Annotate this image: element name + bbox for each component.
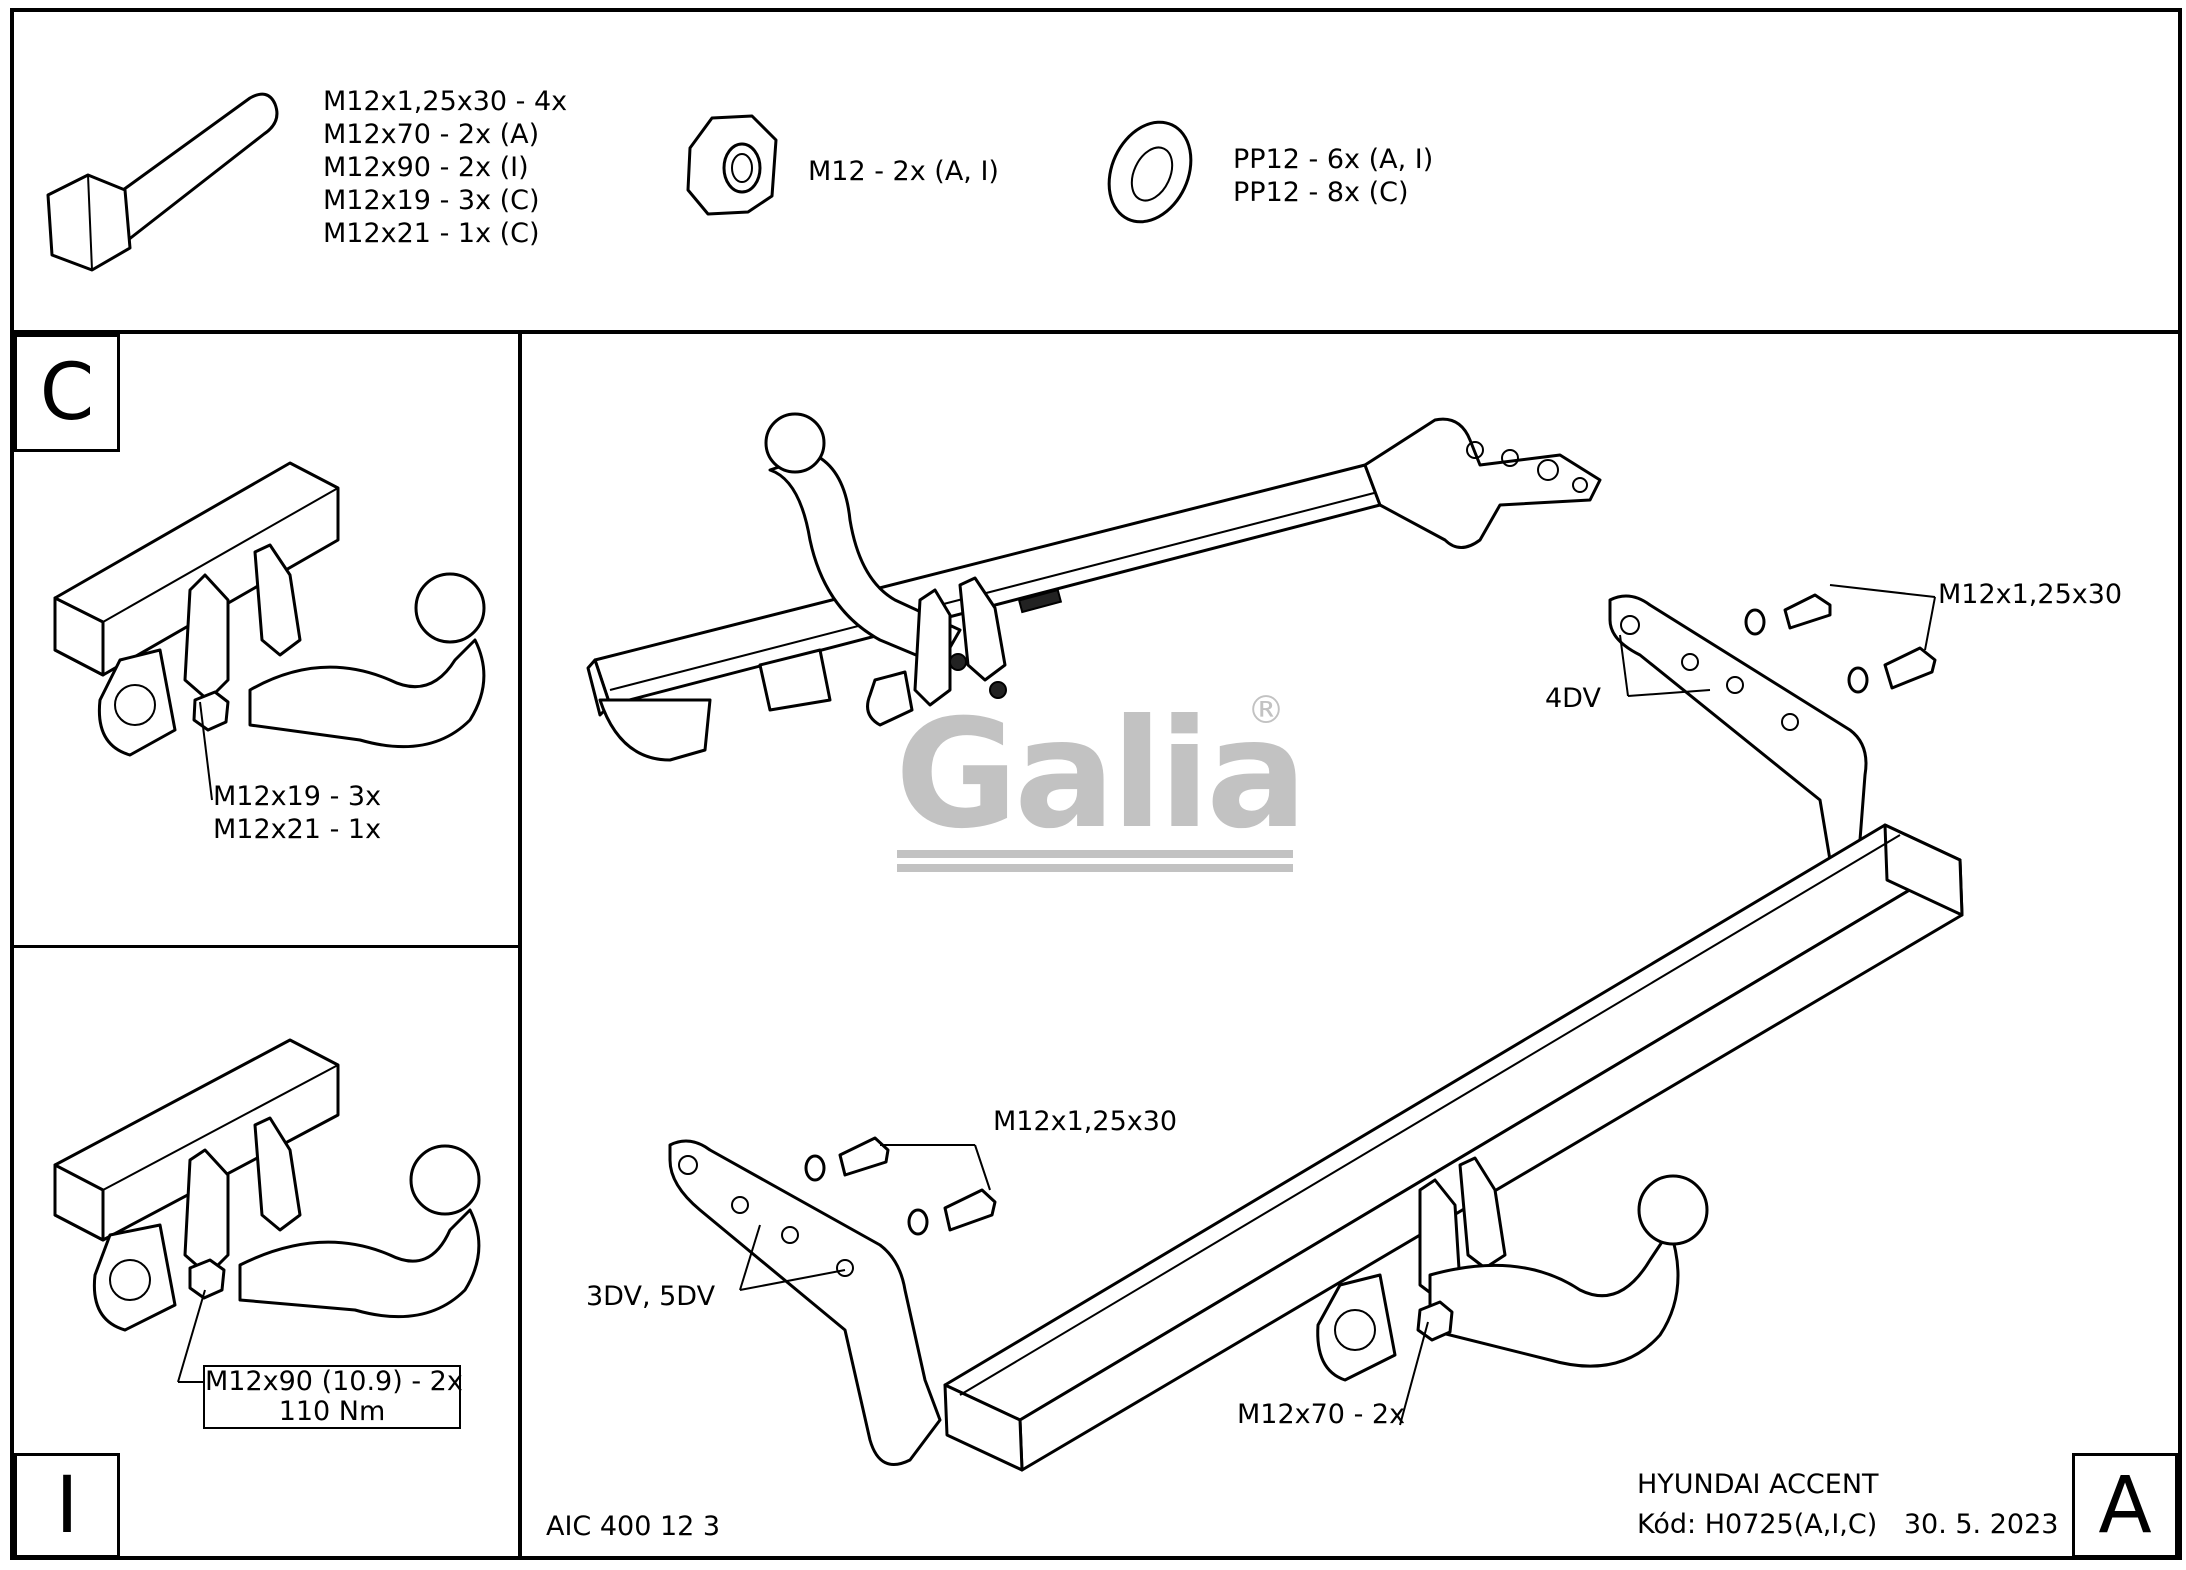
left-column-divider bbox=[518, 330, 522, 1560]
kod-value: H0725(A,I,C) bbox=[1704, 1509, 1878, 1540]
panel-c-marker: C bbox=[14, 334, 120, 452]
bolt-spec-list: M12x1,25x30 - 4x M12x70 - 2x (A) M12x90 … bbox=[323, 85, 567, 250]
panel-i-spec-box: M12x90 (10.9) - 2x 110 Nm bbox=[203, 1365, 463, 1429]
kod-label: Kód: bbox=[1637, 1509, 1697, 1540]
panel-a-exploded-view bbox=[668, 593, 1964, 1472]
bolt-icon bbox=[46, 92, 279, 272]
header-divider bbox=[10, 330, 2182, 334]
drawing-frame bbox=[10, 8, 2182, 1560]
nut-icon bbox=[686, 114, 778, 216]
bolt-label-ball: M12x70 - 2x bbox=[1237, 1399, 1406, 1430]
bolt-spec-line: M12x1,25x30 - 4x bbox=[323, 86, 568, 117]
panel-i-marker: I bbox=[14, 1453, 120, 1558]
bolt-label-bottom: M12x1,25x30 bbox=[993, 1106, 1178, 1137]
vehicle-name: HYUNDAI ACCENT bbox=[1637, 1469, 1879, 1500]
panel-i-spec-line: 110 Nm bbox=[278, 1396, 386, 1427]
galia-logo-text: Galia bbox=[895, 688, 1307, 862]
label-3dv-5dv: 3DV, 5DV bbox=[586, 1281, 716, 1312]
bolt-spec-line: M12x70 - 2x (A) bbox=[323, 119, 540, 150]
washer-spec-line: PP12 - 8x (C) bbox=[1233, 177, 1409, 208]
galia-logo-underline bbox=[897, 850, 1293, 858]
galia-logo-underline bbox=[897, 864, 1293, 872]
label-4dv: 4DV bbox=[1545, 683, 1601, 714]
washer-icon bbox=[1107, 120, 1193, 224]
panel-c-i-divider bbox=[10, 945, 520, 948]
kod-line: Kód: H0725(A,I,C) 30. 5. 2023 bbox=[1637, 1508, 2058, 1541]
drawing-date: 30. 5. 2023 bbox=[1903, 1509, 2059, 1540]
bolt-label-top: M12x1,25x30 bbox=[1938, 579, 2123, 610]
panel-c-bolt-line: M12x19 - 3x bbox=[213, 781, 382, 812]
washer-spec-line: PP12 - 6x (A, I) bbox=[1233, 144, 1434, 175]
panel-a-assembled-view bbox=[586, 412, 1602, 762]
drawing-code: AIC 400 12 3 bbox=[546, 1511, 721, 1542]
galia-logo: Galia ® bbox=[895, 688, 1307, 880]
panel-i-towbar bbox=[53, 1038, 481, 1332]
galia-logo-mark: ® bbox=[1247, 688, 1285, 732]
panel-a-marker: A bbox=[2072, 1453, 2178, 1558]
bolt-spec-line: M12x90 - 2x (I) bbox=[323, 152, 529, 183]
nut-spec: M12 - 2x (A, I) bbox=[808, 156, 999, 187]
panel-i-spec-line: M12x90 (10.9) - 2x bbox=[205, 1366, 463, 1397]
panel-c-bolt-spec: M12x19 - 3x M12x21 - 1x bbox=[213, 780, 381, 846]
panel-c-bolt-line: M12x21 - 1x bbox=[213, 814, 382, 845]
bolt-spec-line: M12x21 - 1x (C) bbox=[323, 218, 540, 249]
bolt-spec-line: M12x19 - 3x (C) bbox=[323, 185, 540, 216]
washer-spec-list: PP12 - 6x (A, I) PP12 - 8x (C) bbox=[1233, 143, 1433, 209]
panel-c-towbar bbox=[53, 461, 486, 757]
leader-lines bbox=[177, 584, 1936, 1426]
